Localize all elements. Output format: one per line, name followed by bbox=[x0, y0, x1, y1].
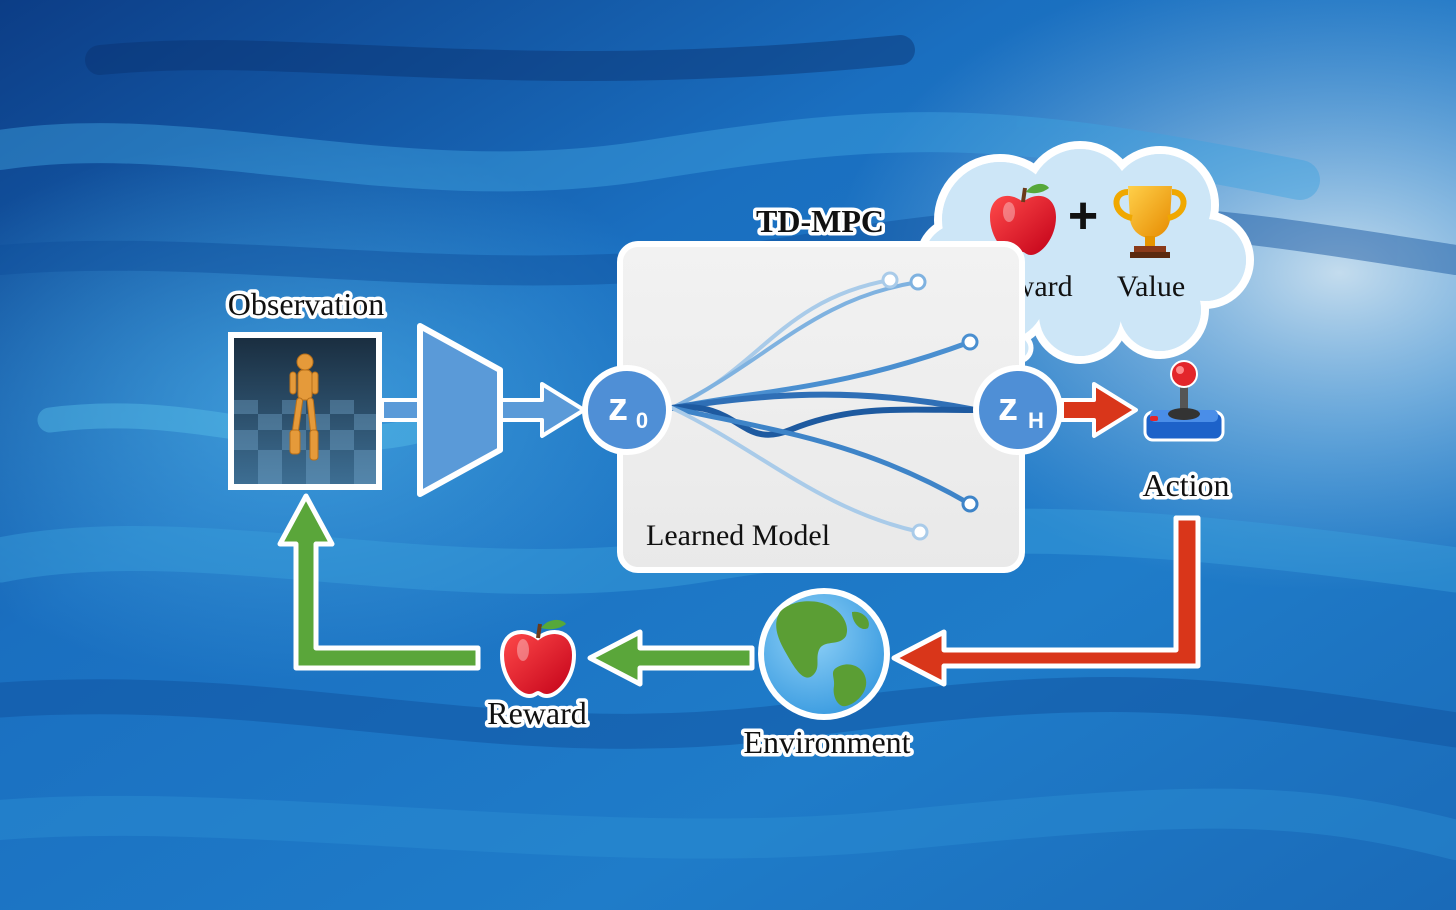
reward-label: Reward bbox=[487, 695, 587, 731]
zh-main: z bbox=[998, 385, 1018, 429]
apple-icon bbox=[990, 183, 1056, 255]
observation-label: Observation bbox=[228, 286, 384, 322]
reward-apple-icon bbox=[499, 619, 577, 699]
observation-image bbox=[228, 332, 382, 490]
humanoid-icon bbox=[289, 353, 319, 461]
zh-node: z H bbox=[973, 365, 1063, 455]
joystick-icon bbox=[1143, 360, 1225, 442]
green-arrow-to-reward bbox=[587, 629, 755, 687]
z0-subscript: 0 bbox=[636, 408, 648, 433]
action-label: Action bbox=[1142, 467, 1229, 503]
learned-model-label: Learned Model bbox=[646, 519, 830, 552]
z0-node: z 0 bbox=[582, 365, 672, 455]
zh-subscript: H bbox=[1028, 408, 1044, 433]
encoder-icon bbox=[417, 323, 503, 497]
planned-trajectories bbox=[669, 271, 979, 541]
green-arrow-to-observation bbox=[277, 493, 481, 671]
earth-globe-icon bbox=[758, 588, 890, 720]
thought-plus: + bbox=[1068, 187, 1098, 245]
diagram-title: TD-MPC bbox=[756, 203, 884, 239]
red-arrow-to-action bbox=[1060, 382, 1138, 438]
red-arrow-to-environment bbox=[891, 515, 1201, 687]
trophy-icon bbox=[1113, 186, 1187, 258]
thought-value-label: Value bbox=[1117, 270, 1185, 303]
environment-label: Environment bbox=[743, 724, 910, 760]
z0-main: z bbox=[608, 385, 628, 429]
